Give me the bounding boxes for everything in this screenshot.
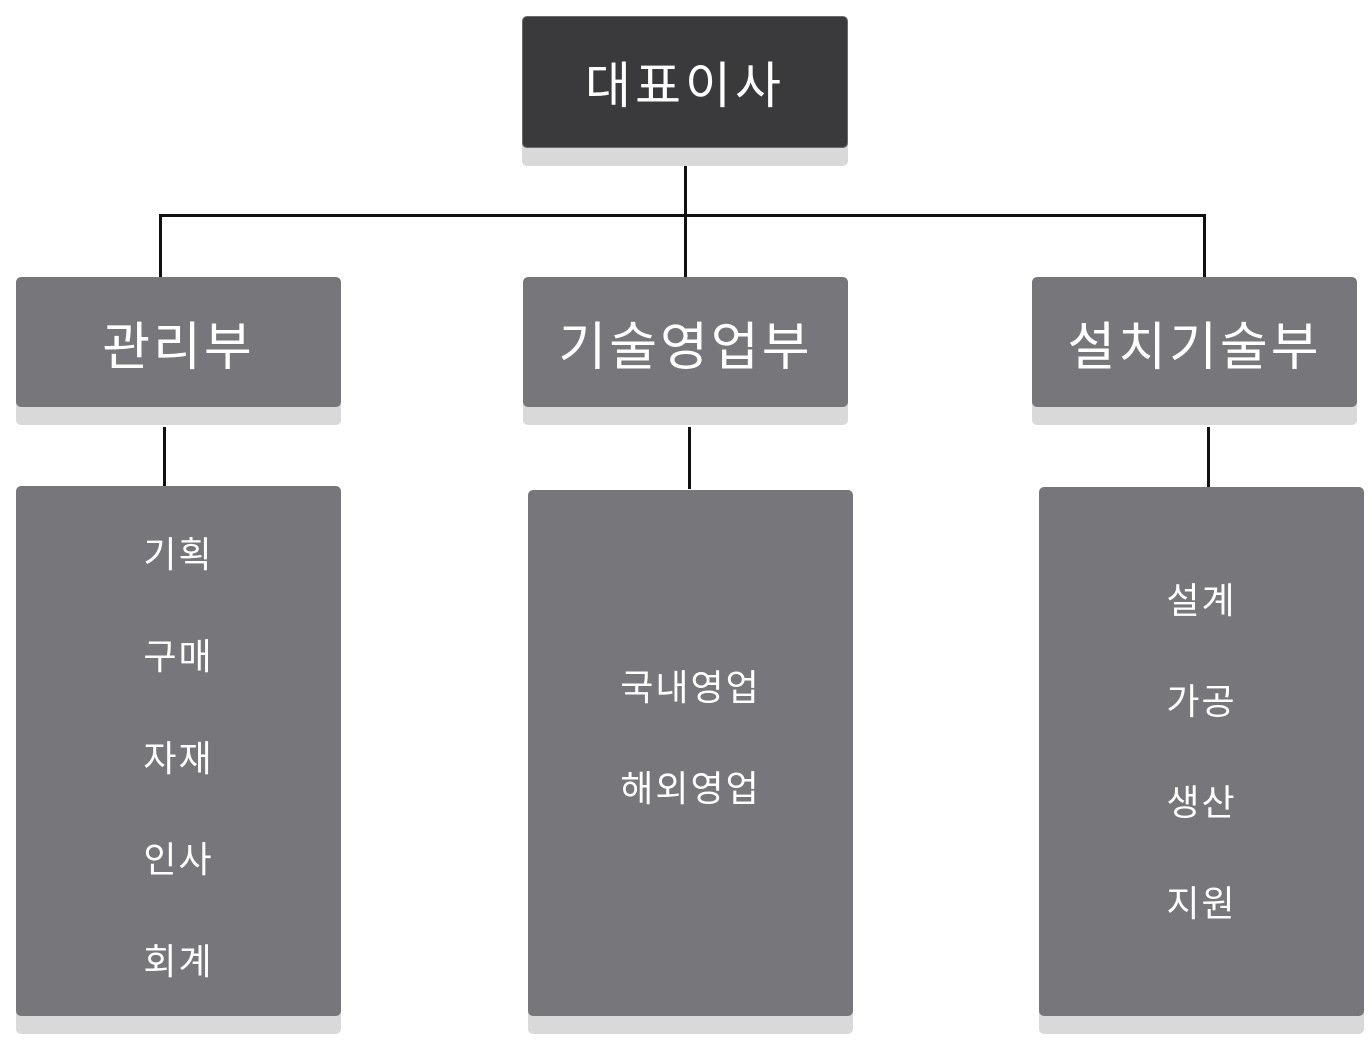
- team-item: 해외영업: [620, 769, 761, 810]
- connector-sub-3: [1207, 427, 1210, 487]
- team-item: 기획: [143, 535, 214, 576]
- connector-sub-2: [688, 427, 691, 489]
- team-item: 회계: [143, 942, 214, 983]
- team-box-installation: 설계 가공 생산 지원: [1039, 487, 1364, 1016]
- connector-dept-3: [1203, 214, 1206, 277]
- team-item: 설계: [1166, 581, 1237, 622]
- connector-sub-1: [163, 427, 166, 487]
- dept-box-tech-sales: 기술영업부: [523, 277, 848, 407]
- team-item: 가공: [1166, 682, 1237, 723]
- connector-horizontal: [159, 214, 1206, 217]
- team-item: 생산: [1166, 783, 1237, 824]
- dept-label: 기술영업부: [558, 317, 813, 378]
- ceo-box: 대표이사: [522, 16, 848, 148]
- team-box-tech-sales: 국내영업 해외영업: [528, 490, 853, 1016]
- team-item: 자재: [143, 739, 214, 780]
- team-box-management: 기획 구매 자재 인사 회계: [16, 486, 341, 1016]
- team-item: 국내영업: [620, 668, 761, 709]
- dept-label: 관리부: [102, 317, 255, 378]
- dept-box-management: 관리부: [16, 277, 341, 407]
- dept-label: 설치기술부: [1067, 317, 1322, 378]
- dept-box-installation: 설치기술부: [1032, 277, 1357, 407]
- connector-ceo: [684, 163, 687, 277]
- ceo-label: 대표이사: [585, 57, 785, 115]
- team-item: 지원: [1166, 884, 1237, 925]
- team-item: 인사: [143, 840, 214, 881]
- team-item: 구매: [143, 637, 214, 678]
- connector-dept-1: [159, 214, 162, 277]
